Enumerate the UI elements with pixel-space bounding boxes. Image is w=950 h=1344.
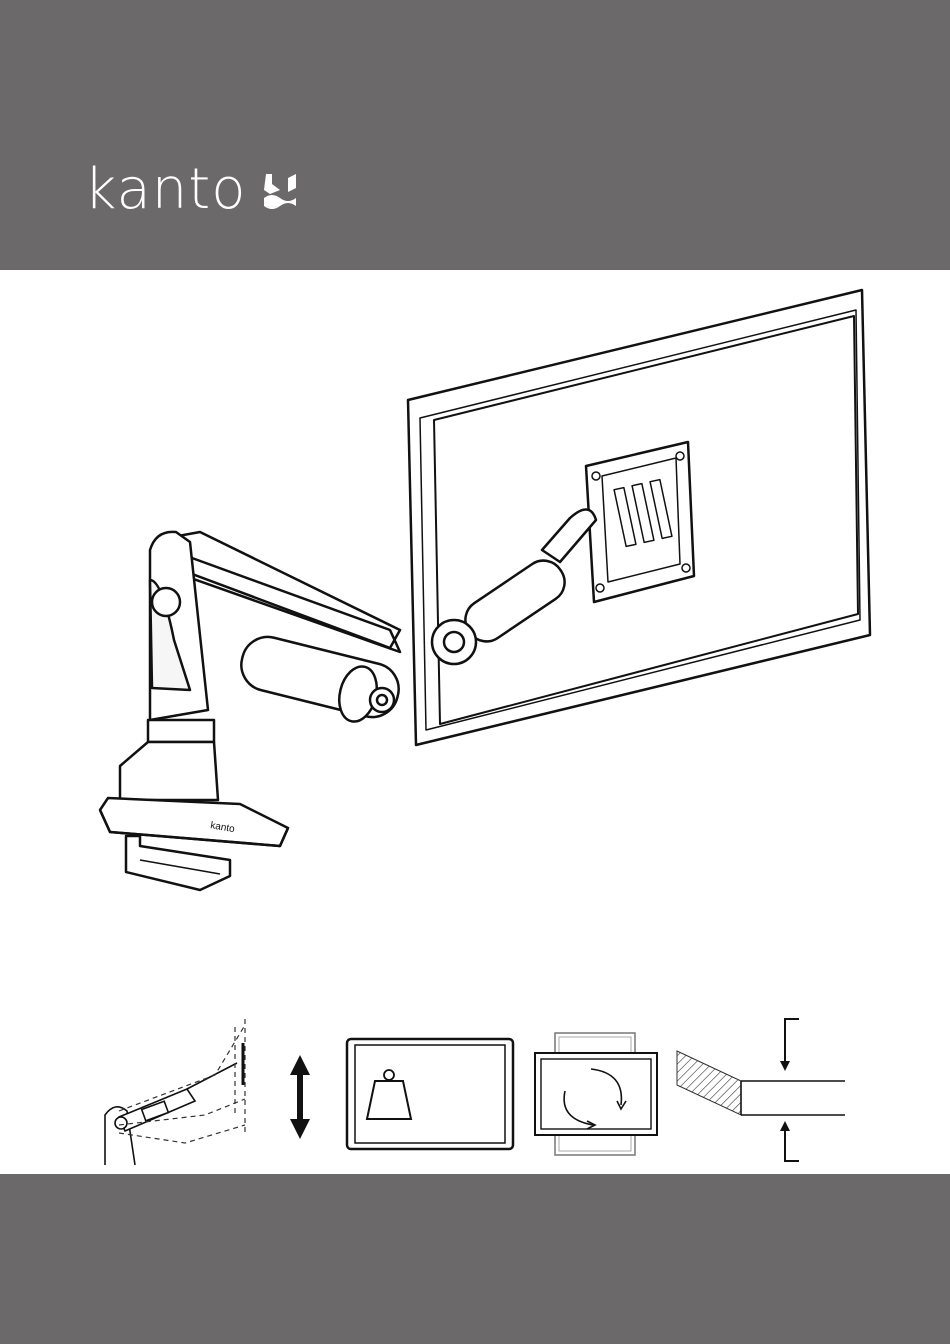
feature-icons-row [95,1015,855,1175]
weight-capacity-icon [343,1015,518,1175]
upper-arm-link [168,550,400,652]
brand-name: kanto [84,162,246,218]
arm-motion-range-icon [95,1015,275,1175]
brand-logo: kanto [84,150,300,230]
header-band: kanto [0,0,950,270]
height-adjust-arrow-icon [280,1015,320,1175]
monitor-arm-drawing: kanto [90,280,890,920]
desk-thickness-icon [675,1015,850,1175]
monitor-arm-illustration: kanto [90,280,890,920]
rotation-icon [531,1015,666,1175]
brand-mark-icon [260,168,300,212]
desk-clamp [126,836,230,890]
footer-band [0,1174,950,1344]
